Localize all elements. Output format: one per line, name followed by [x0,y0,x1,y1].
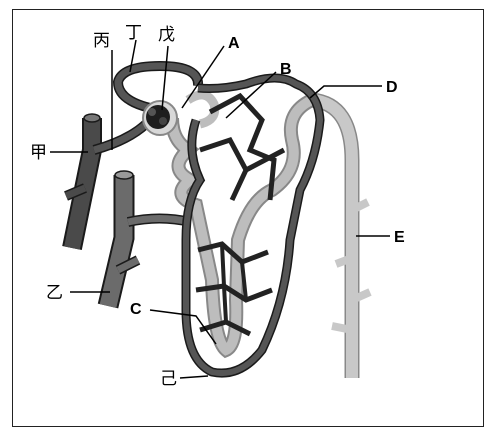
label-C: C [130,301,142,318]
label-ding: 丁 [125,23,142,43]
afferent-arteriole [94,122,148,150]
label-jia: 甲 [30,143,47,163]
label-bing: 丙 [93,31,110,51]
label-wu: 戊 [158,25,175,45]
label-yi: 乙 [46,283,63,303]
label-A: A [228,35,240,52]
label-E: E [394,229,405,246]
label-ji: 己 [160,369,177,389]
glomerulus [143,101,177,135]
renal-artery-vessel [66,114,100,248]
label-B: B [280,61,292,78]
label-D: D [386,79,398,96]
